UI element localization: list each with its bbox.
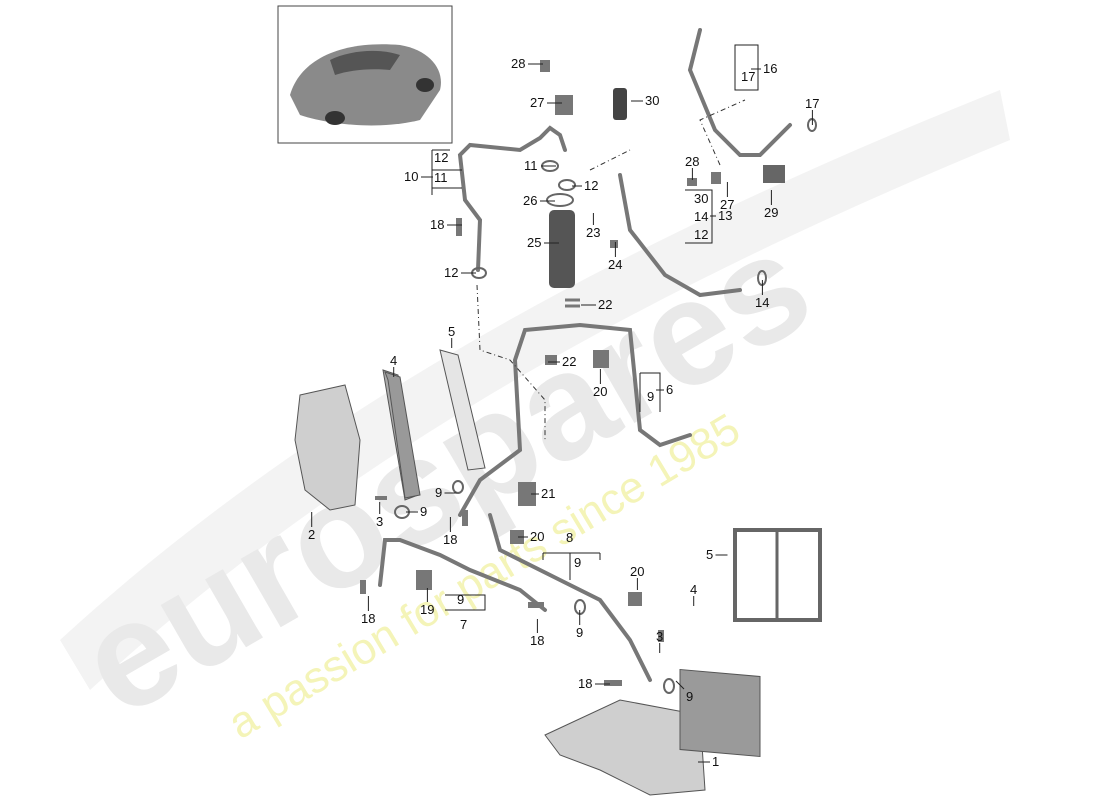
part-callout-9[interactable]: 9 (420, 504, 427, 519)
part-callout-18[interactable]: 18 (443, 532, 457, 547)
part-callout-25[interactable]: 25 (527, 235, 541, 250)
air-duct-left (294, 384, 361, 511)
part-callout-22[interactable]: 22 (562, 354, 576, 369)
part-callout-14[interactable]: 14 (694, 209, 708, 224)
part-callout-14[interactable]: 14 (755, 295, 769, 310)
watermark: eurospares a passion for parts since 198… (52, 90, 1010, 749)
part-callout-4[interactable]: 4 (690, 582, 697, 597)
part-callout-3[interactable]: 3 (376, 514, 383, 529)
components (294, 28, 822, 796)
part-callout-30[interactable]: 30 (694, 191, 708, 206)
part-callout-19[interactable]: 19 (420, 602, 434, 617)
part-callout-26[interactable]: 26 (523, 193, 537, 208)
part-callout-12[interactable]: 12 (434, 150, 448, 165)
vehicle-thumbnail (277, 5, 453, 144)
part-callout-20[interactable]: 20 (630, 564, 644, 579)
dryer (549, 210, 575, 288)
part-callout-17[interactable]: 17 (805, 96, 819, 111)
part-callout-12[interactable]: 12 (694, 227, 708, 242)
part-callout-29[interactable]: 29 (764, 205, 778, 220)
part-callout-30[interactable]: 30 (645, 93, 659, 108)
part-callout-6[interactable]: 6 (666, 382, 673, 397)
part-callout-8[interactable]: 8 (566, 530, 573, 545)
part-callout-12[interactable]: 12 (444, 265, 458, 280)
part-callout-11[interactable]: 11 (524, 158, 538, 173)
part-callout-13[interactable]: 13 (718, 208, 732, 223)
part-callout-3[interactable]: 3 (656, 629, 663, 644)
frame-left (439, 349, 486, 471)
watermark-brand: eurospares (52, 198, 836, 748)
part-callout-24[interactable]: 24 (608, 257, 622, 272)
part-callout-9[interactable]: 9 (686, 689, 693, 704)
part-callout-16[interactable]: 16 (763, 61, 777, 76)
part-callout-27[interactable]: 27 (720, 197, 734, 212)
part-callout-10[interactable]: 10 (404, 169, 418, 184)
part-callout-5[interactable]: 5 (448, 324, 455, 339)
part-callout-2[interactable]: 2 (308, 527, 315, 542)
part-callout-20[interactable]: 20 (593, 384, 607, 399)
part-callout-1[interactable]: 1 (712, 754, 719, 769)
part-callout-23[interactable]: 23 (586, 225, 600, 240)
part-callout-20[interactable]: 20 (530, 529, 544, 544)
part-callout-4[interactable]: 4 (390, 353, 397, 368)
part-callout-9[interactable]: 9 (457, 592, 464, 607)
condenser-right (679, 668, 761, 758)
part-callout-21[interactable]: 21 (541, 486, 555, 501)
part-callout-18[interactable]: 18 (361, 611, 375, 626)
air-duct-right (544, 699, 706, 796)
part-callout-18[interactable]: 18 (530, 633, 544, 648)
part-callout-27[interactable]: 27 (530, 95, 544, 110)
part-callout-9[interactable]: 9 (647, 389, 654, 404)
part-callout-28[interactable]: 28 (511, 56, 525, 71)
part-callout-11[interactable]: 11 (434, 170, 448, 185)
callout-leader (675, 680, 685, 690)
part-callout-12[interactable]: 12 (584, 178, 598, 193)
part-callout-5[interactable]: 5 (706, 547, 713, 562)
part-callout-18[interactable]: 18 (578, 676, 592, 691)
part-callout-7[interactable]: 7 (460, 617, 467, 632)
part-callout-18[interactable]: 18 (430, 217, 444, 232)
part-callout-9[interactable]: 9 (576, 625, 583, 640)
part-callout-17[interactable]: 17 (741, 69, 755, 84)
part-callout-28[interactable]: 28 (685, 154, 699, 169)
part-callout-9[interactable]: 9 (435, 485, 442, 500)
part-callout-9[interactable]: 9 (574, 555, 581, 570)
part-callout-22[interactable]: 22 (598, 297, 612, 312)
